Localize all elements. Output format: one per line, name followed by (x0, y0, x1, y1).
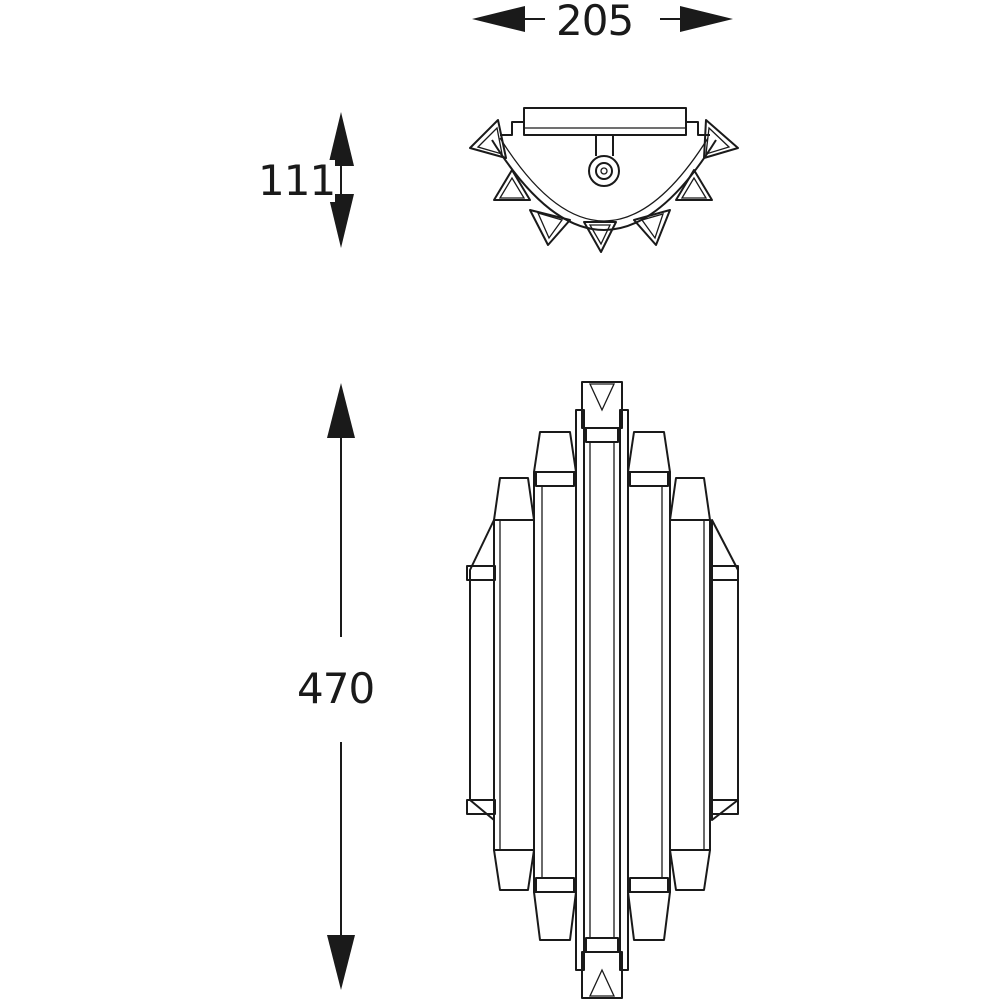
height-dimension-label: 470 (297, 664, 375, 713)
top-view (469, 107, 739, 253)
depth-dimension-arrow (328, 112, 354, 248)
depth-dimension-label: 111 (258, 156, 336, 205)
width-dimension-label: 205 (556, 0, 634, 45)
width-dimension-arrow (472, 6, 733, 32)
front-view (466, 381, 739, 999)
height-dimension-arrow (327, 383, 355, 990)
